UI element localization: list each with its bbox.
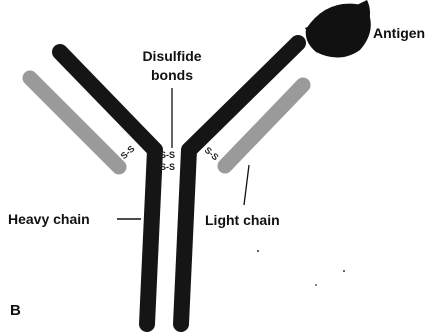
light-chain-label: Light chain — [205, 212, 280, 228]
scan-speck — [257, 250, 259, 252]
heavy-chain-label: Heavy chain — [8, 211, 90, 227]
heavy-chain-left — [60, 52, 155, 324]
disulfide-bond-center-bottom: S-S — [160, 162, 175, 172]
disulfide-label-line2: bonds — [151, 67, 193, 83]
disulfide-label-line1: Disulfide — [142, 48, 201, 64]
heavy-chain-right — [181, 43, 298, 324]
disulfide-bond-left: S-S — [119, 144, 137, 161]
light-chain-leader-line — [244, 165, 249, 205]
disulfide-bond-center-top: S-S — [160, 150, 175, 160]
antigen-dome — [306, 4, 371, 58]
antigen-label: Antigen — [373, 25, 425, 41]
scan-speck — [343, 270, 345, 272]
scan-speck — [315, 284, 317, 286]
disulfide-bond-right: S-S — [203, 145, 221, 162]
panel-label: B — [10, 302, 21, 319]
